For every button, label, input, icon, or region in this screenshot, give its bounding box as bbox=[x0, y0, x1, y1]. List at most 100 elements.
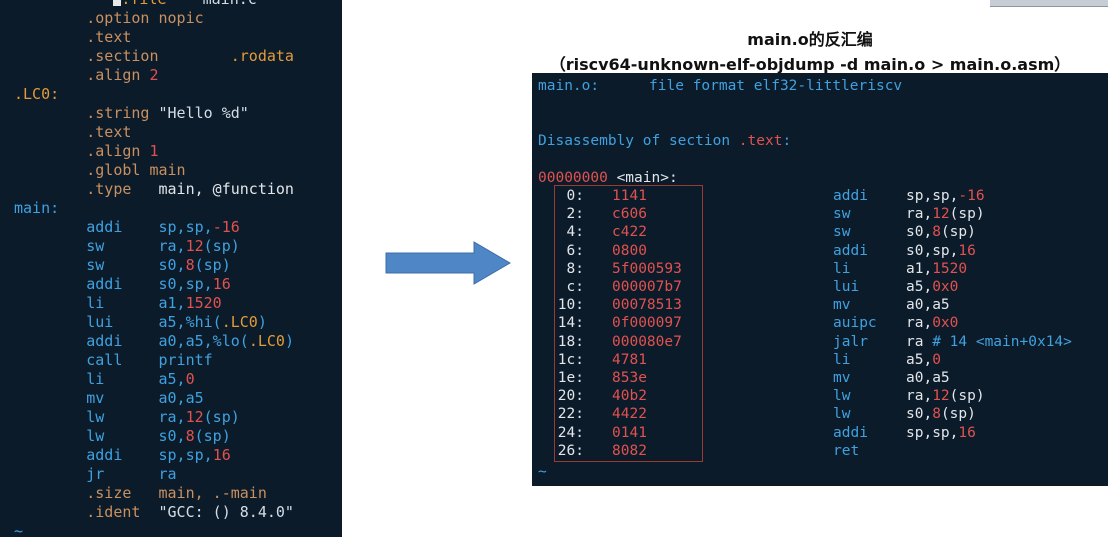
operand-token: ra, bbox=[906, 206, 933, 223]
source-line: sw s0,8(sp) bbox=[14, 256, 231, 275]
operand-token: # 14 <main+0x14> bbox=[932, 333, 1072, 350]
machine-code: 4422 bbox=[612, 406, 647, 423]
operand-token: 0x0 bbox=[932, 279, 959, 295]
machine-code: 000007b7 bbox=[612, 279, 682, 295]
source-token: sp,sp, bbox=[158, 218, 213, 236]
source-token: addi bbox=[14, 275, 159, 293]
operand-token: -16 bbox=[958, 188, 985, 204]
function-address: 00000000 bbox=[538, 170, 608, 186]
source-line: lw ra,12(sp) bbox=[14, 408, 240, 427]
source-line: .align 1 bbox=[14, 142, 159, 161]
machine-code: 0800 bbox=[612, 242, 647, 259]
instruction-operands: a5,0x0 bbox=[906, 278, 958, 296]
source-line: .text bbox=[14, 28, 131, 47]
source-line: .text bbox=[14, 123, 131, 142]
source-token: a5,%hi( bbox=[158, 313, 222, 331]
instruction-offset: 4: bbox=[566, 224, 584, 241]
operand-token: 0 bbox=[932, 351, 941, 368]
source-token: sp,sp, bbox=[158, 446, 213, 464]
operand-token: ra, bbox=[906, 388, 933, 405]
source-token: .LC0 bbox=[221, 313, 258, 331]
machine-code: c422 bbox=[612, 224, 647, 241]
source-token: a5, bbox=[158, 370, 186, 388]
source-line: .LC0: bbox=[14, 85, 59, 104]
source-token: .type bbox=[14, 180, 150, 198]
instruction-offset: c: bbox=[566, 279, 584, 295]
instruction-mnemonic: li bbox=[833, 260, 851, 277]
object-file-name: main.o: bbox=[538, 78, 600, 94]
instruction-operands: ra # 14 <main+0x14> bbox=[906, 333, 1072, 351]
operand-token: a0,a5 bbox=[906, 297, 950, 314]
source-token: "Hello %d" bbox=[158, 104, 249, 122]
instruction-offset: 20: bbox=[557, 388, 584, 405]
instruction-offset: 1e: bbox=[557, 370, 584, 386]
source-token: main bbox=[149, 161, 186, 179]
operand-token: a5, bbox=[906, 351, 933, 368]
source-line: .globl main bbox=[14, 161, 186, 180]
source-line: .section .rodata bbox=[14, 47, 294, 66]
machine-code: 000080e7 bbox=[612, 333, 682, 350]
machine-code: 0f000097 bbox=[612, 315, 682, 332]
instruction-offset: 26: bbox=[557, 442, 584, 459]
source-token: jr bbox=[14, 465, 159, 483]
instruction-offset: 6: bbox=[566, 242, 584, 259]
operand-token: sp,sp, bbox=[906, 424, 959, 441]
instruction-mnemonic: lui bbox=[833, 279, 860, 295]
source-token: (sp) bbox=[203, 408, 240, 426]
instruction-offset: 10: bbox=[557, 297, 584, 314]
operand-token: a0,a5 bbox=[906, 370, 950, 386]
source-token: addi bbox=[14, 446, 159, 464]
instruction-operands: s0,sp,16 bbox=[906, 242, 976, 260]
source-line: lw s0,8(sp) bbox=[14, 427, 231, 446]
instruction-mnemonic: lw bbox=[833, 406, 851, 423]
source-token: lw bbox=[14, 427, 159, 445]
operand-token: 8 bbox=[932, 224, 941, 241]
instruction-operands: sp,sp,-16 bbox=[906, 187, 985, 205]
source-line: .size main, .-main bbox=[14, 484, 267, 503]
source-token: .section bbox=[14, 47, 159, 65]
source-token: li bbox=[14, 370, 159, 388]
operand-token: (sp) bbox=[949, 206, 985, 223]
source-token: 12 bbox=[185, 237, 204, 255]
source-line: .type main, @function bbox=[14, 180, 294, 199]
source-token: s0, bbox=[158, 256, 186, 274]
source-token: .string bbox=[14, 104, 159, 122]
source-token: .size bbox=[14, 484, 150, 502]
source-token: .align bbox=[14, 142, 150, 160]
instruction-mnemonic: mv bbox=[833, 297, 851, 314]
instruction-mnemonic: mv bbox=[833, 370, 851, 386]
source-token: nopic bbox=[158, 9, 204, 27]
header-format: file format elf32-littleriscv bbox=[649, 77, 902, 95]
source-token: "GCC: () 8.4.0" bbox=[149, 503, 294, 521]
source-token: .globl bbox=[14, 161, 150, 179]
instruction-offset: 1c: bbox=[557, 351, 584, 368]
operand-token: 16 bbox=[958, 424, 976, 441]
source-token: 1 bbox=[149, 142, 159, 160]
source-token: li bbox=[14, 294, 159, 312]
operand-token: (sp) bbox=[949, 388, 985, 405]
source-token: ra, bbox=[158, 408, 186, 426]
source-token: 16 bbox=[212, 275, 231, 293]
function-label: <main>: bbox=[607, 170, 678, 186]
source-token: call bbox=[14, 351, 159, 369]
source-token: addi bbox=[14, 218, 159, 236]
source-line: .string "Hello %d" bbox=[14, 104, 249, 123]
source-token: main: bbox=[14, 199, 60, 217]
instruction-mnemonic: sw bbox=[833, 224, 851, 241]
machine-code: 8082 bbox=[612, 442, 647, 459]
section-heading: Disassembly of section .text: bbox=[538, 132, 791, 150]
machine-code: c606 bbox=[612, 206, 647, 223]
machine-code: 00078513 bbox=[612, 297, 682, 314]
source-token: 8 bbox=[185, 256, 195, 274]
operand-token: sp,sp, bbox=[906, 188, 959, 204]
instruction-operands: a1,1520 bbox=[906, 260, 967, 278]
operand-token: a1, bbox=[906, 260, 933, 277]
machine-code: 1141 bbox=[612, 188, 647, 204]
operand-token: ra bbox=[906, 333, 933, 350]
instruction-mnemonic: addi bbox=[833, 188, 868, 204]
operand-token: 12 bbox=[932, 206, 950, 223]
instruction-operands: a0,a5 bbox=[906, 369, 950, 387]
source-token: ) bbox=[257, 313, 267, 331]
source-token: "main.c" bbox=[167, 0, 266, 8]
